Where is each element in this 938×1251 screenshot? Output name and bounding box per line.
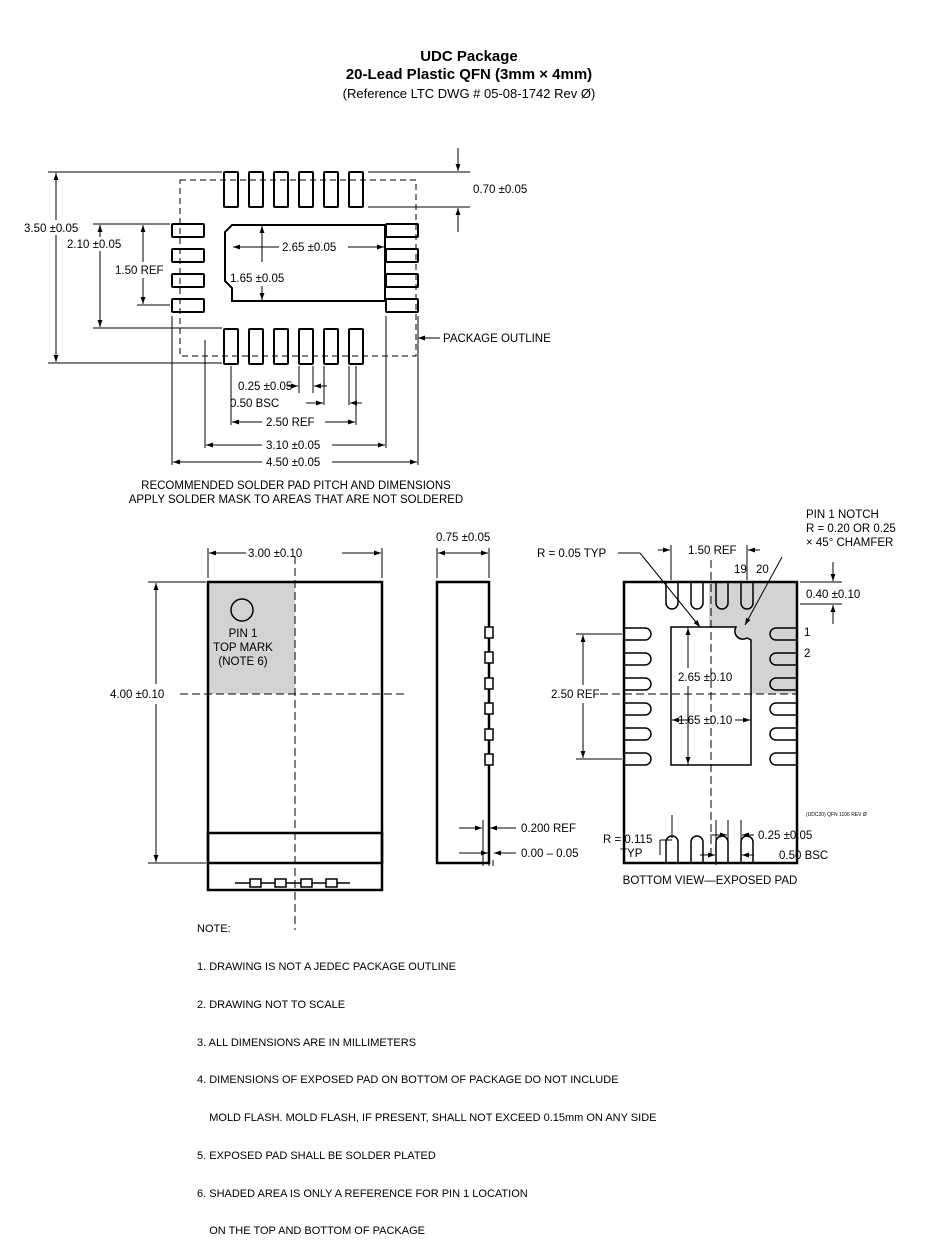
package-description: 20-Lead Plastic QFN (3mm × 4mm): [345, 66, 593, 83]
note-line: 1. DRAWING IS NOT A JEDEC PACKAGE OUTLIN…: [197, 960, 456, 973]
pin1-label-1: PIN 1: [229, 628, 258, 640]
note-line: MOLD FLASH. MOLD FLASH, IF PRESENT, SHAL…: [197, 1112, 657, 1125]
solder-pad-caption-1: RECOMMENDED SOLDER PAD PITCH AND DIMENSI…: [141, 480, 451, 492]
reference-drawing: (Reference LTC DWG # 05-08-1742 Rev Ø): [342, 86, 596, 101]
package-outline-label: PACKAGE OUTLINE: [443, 333, 551, 345]
side-dim-thickness: 0.75 ±0.05: [436, 532, 490, 544]
package-name: UDC Package: [420, 48, 518, 65]
pin-20-label: 20: [756, 564, 769, 576]
dim-exposed-width: 2.65 ±0.05: [282, 242, 336, 254]
package-drawing: 0.70 ±0.05 3.50 ±0.05 2.10 ±0.05 1.50 RE…: [24, 148, 896, 930]
right-pads: [385, 223, 419, 313]
bottom-dim-side-ref: 2.50 REF: [551, 689, 600, 701]
dim-width-total: 4.50 ±0.05: [266, 457, 320, 469]
bottom-dim-ref-top: 1.50 REF: [688, 545, 737, 557]
bottom-dim-pitch: 0.50 BSC: [779, 850, 828, 862]
pin1-label-2: TOP MARK: [213, 642, 273, 654]
dim-pitch-bsc: 0.50 BSC: [230, 398, 279, 410]
top-dim-width: 3.00 ±0.10: [248, 548, 302, 560]
top-dim-height: 4.00 ±0.10: [110, 689, 164, 701]
pin1-notch-3: × 45° CHAMFER: [806, 537, 893, 549]
pin1-mark-icon: [230, 598, 254, 622]
pin1-label-3: (NOTE 6): [218, 656, 267, 668]
pin-2-label: 2: [804, 648, 810, 660]
pin-1-label: 1: [804, 627, 810, 639]
package-outline-dashed: [179, 179, 417, 357]
notes-block: NOTE: 1. DRAWING IS NOT A JEDEC PACKAGE …: [197, 898, 656, 1251]
bottom-view-caption: BOTTOM VIEW—EXPOSED PAD: [623, 875, 798, 887]
top-view: [148, 548, 405, 930]
bottom-radius-typ: R = 0.05 TYP: [537, 548, 606, 560]
bottom-pads: [223, 328, 364, 365]
package-side-outline: [206, 831, 384, 892]
pin1-notch-1: PIN 1 NOTCH: [806, 509, 879, 521]
top-pads: [223, 171, 364, 208]
pin1-shaded-area: [208, 582, 295, 694]
bottom-radius-pin-1: R = 0.115: [603, 834, 652, 846]
exposed-pad: [224, 224, 386, 302]
side-body-outline: [435, 580, 491, 865]
solder-pad-view: [48, 148, 470, 465]
side-dim-standoff: 0.00 – 0.05: [521, 848, 579, 860]
dim-exposed-height: 1.65 ±0.05: [230, 273, 284, 285]
bottom-top-pins: [665, 583, 754, 610]
note-line: 5. EXPOSED PAD SHALL BE SOLDER PLATED: [197, 1149, 436, 1162]
bottom-left-pins: [625, 627, 652, 766]
dim-height-inner: 2.10 ±0.05: [67, 239, 121, 251]
bottom-dim-ep-width: 1.65 ±0.10: [678, 715, 732, 727]
left-pads: [171, 223, 205, 313]
note-line: 6. SHADED AREA IS ONLY A REFERENCE FOR P…: [197, 1187, 528, 1200]
solder-pad-caption-2: APPLY SOLDER MASK TO AREAS THAT ARE NOT …: [129, 494, 463, 506]
dim-pad-length: 0.70 ±0.05: [473, 184, 527, 196]
note-line: 4. DIMENSIONS OF EXPOSED PAD ON BOTTOM O…: [197, 1074, 619, 1087]
bottom-dim-pad-len: 0.40 ±0.10: [806, 589, 860, 601]
note-line: 3. ALL DIMENSIONS ARE IN MILLIMETERS: [197, 1036, 417, 1049]
dim-pitch-ref: 1.50 REF: [115, 265, 164, 277]
bottom-dim-ep-height: 2.65 ±0.10: [678, 672, 732, 684]
bottom-bottom-pins: [665, 835, 754, 862]
note-line: 2. DRAWING NOT TO SCALE: [197, 998, 346, 1011]
dim-width-inner: 3.10 ±0.05: [266, 440, 320, 452]
bottom-view: [576, 545, 842, 865]
note-line: ON THE TOP AND BOTTOM OF PACKAGE: [197, 1225, 425, 1238]
dim-pad-width: 0.25 ±0.05: [238, 381, 292, 393]
side-view: [435, 548, 516, 866]
bottom-radius-pin-2: TYP: [620, 848, 643, 860]
dim-height-total: 3.50 ±0.05: [24, 223, 78, 235]
bottom-outline: [622, 580, 799, 865]
pin1-notch-2: R = 0.20 OR 0.25: [806, 523, 896, 535]
dim-span-ref: 2.50 REF: [266, 417, 315, 429]
pin-19-label: 19: [734, 564, 747, 576]
bottom-dim-pin-width: 0.25 ±0.05: [758, 830, 812, 842]
drawing-code: (UDC20) QFN 1106 REV Ø: [806, 812, 867, 818]
bottom-right-pins: [769, 627, 796, 766]
side-dim-lead: 0.200 REF: [521, 823, 576, 835]
note-line: NOTE:: [197, 923, 231, 936]
